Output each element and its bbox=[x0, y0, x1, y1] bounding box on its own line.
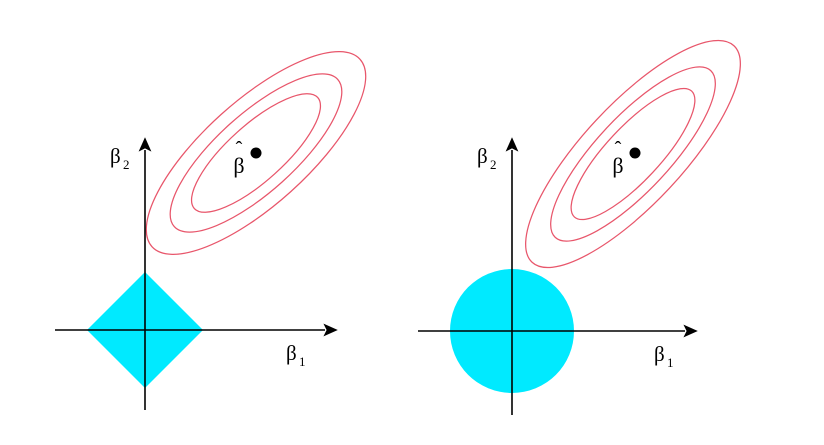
beta-hat-letter-lasso: β bbox=[233, 153, 244, 178]
ridge-panel: ˆ β β 1 β 2 bbox=[412, 0, 824, 445]
beta-hat-caret-lasso: ˆ bbox=[236, 138, 243, 160]
rss-contour-middle bbox=[550, 66, 716, 242]
beta-hat-label-ridge: ˆ β bbox=[612, 138, 623, 178]
beta-hat-letter-ridge: β bbox=[612, 153, 623, 178]
x-axis-label-ridge: β 1 bbox=[654, 342, 674, 370]
beta2-subscript-lasso: 2 bbox=[123, 157, 130, 172]
ols-estimate-point-lasso bbox=[250, 147, 262, 159]
beta1-letter-ridge: β bbox=[654, 342, 665, 366]
rss-contours-ridge bbox=[525, 39, 741, 269]
y-axis-label-lasso: β 2 bbox=[110, 144, 130, 172]
ols-estimate-point-ridge bbox=[629, 147, 641, 159]
lasso-panel: ˆ β β 1 β 2 bbox=[55, 51, 367, 410]
rss-contour-middle bbox=[169, 73, 343, 233]
rss-contours-lasso bbox=[145, 51, 367, 255]
rss-contour-outer bbox=[525, 39, 741, 269]
beta2-letter-ridge: β bbox=[477, 144, 488, 168]
beta1-subscript-ridge: 1 bbox=[667, 355, 674, 370]
x-axis-label-lasso: β 1 bbox=[286, 341, 306, 369]
y-axis-label-ridge: β 2 bbox=[477, 144, 497, 172]
rss-contour-inner bbox=[190, 93, 322, 213]
beta-hat-label-lasso: ˆ β bbox=[233, 138, 244, 178]
rss-contour-outer bbox=[145, 51, 367, 255]
beta1-letter-lasso: β bbox=[286, 341, 297, 365]
beta2-subscript-ridge: 2 bbox=[490, 157, 497, 172]
beta1-subscript-lasso: 1 bbox=[299, 354, 306, 369]
beta-hat-caret-ridge: ˆ bbox=[615, 138, 622, 160]
beta2-letter-lasso: β bbox=[110, 144, 121, 168]
